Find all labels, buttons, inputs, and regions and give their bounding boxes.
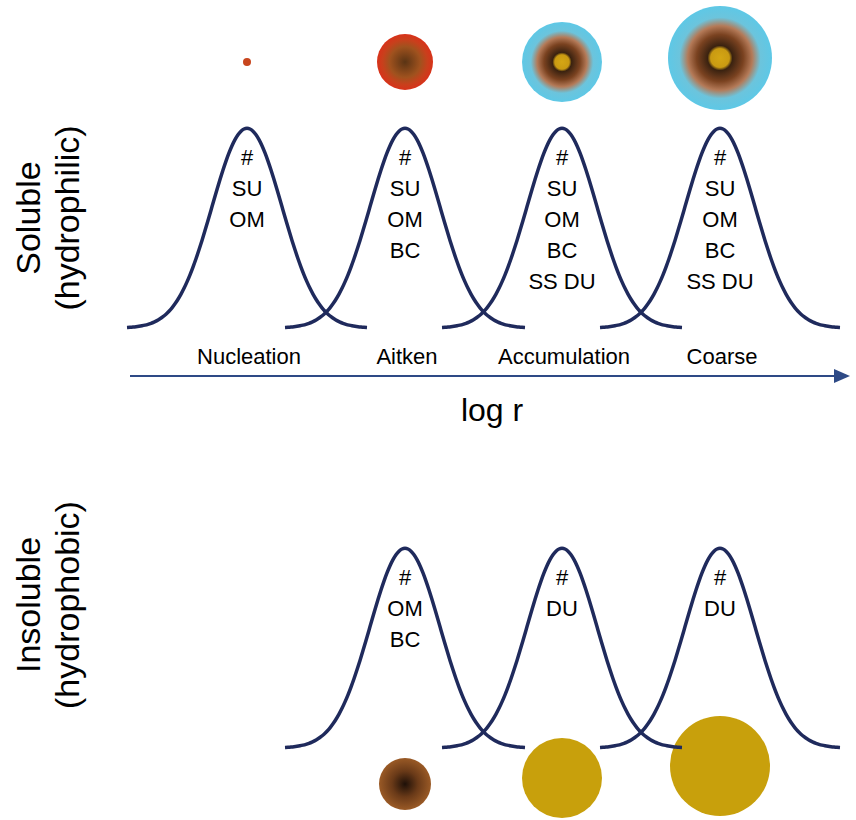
species-label: # — [556, 562, 568, 593]
nucleation-particle — [243, 58, 251, 66]
species-label: SS DU — [528, 266, 595, 297]
species-list: #OMBC — [285, 562, 525, 655]
species-label: OM — [387, 593, 422, 624]
gaussian-curve — [127, 128, 367, 327]
species-label: DU — [704, 593, 736, 624]
gaussian-curve — [600, 548, 840, 747]
species-label: SU — [547, 173, 578, 204]
gaussian-curve — [600, 128, 840, 327]
gaussian-curve — [442, 128, 682, 327]
species-list: #SUOMBCSS DU — [600, 142, 840, 297]
species-label: OM — [544, 204, 579, 235]
species-label: BC — [705, 235, 736, 266]
species-label: SU — [232, 173, 263, 204]
size-mode-curve: #SUOMBCSS DU — [442, 126, 682, 328]
gaussian-curve — [442, 548, 682, 747]
solubility-label: Insoluble (hydrophobic) — [9, 455, 87, 755]
species-label: # — [241, 142, 253, 173]
species-label: # — [714, 562, 726, 593]
species-label: # — [556, 142, 568, 173]
species-label: # — [714, 142, 726, 173]
mode-name: Accumulation — [496, 344, 632, 370]
species-list: #SUOMBCSS DU — [442, 142, 682, 297]
species-label: SU — [705, 173, 736, 204]
mode-name: Aitken — [374, 344, 439, 370]
coarse-particle — [668, 6, 772, 110]
mode-name: Coarse — [685, 344, 760, 370]
insoluble-coarse-particle — [670, 716, 770, 816]
axis-arrowhead — [834, 369, 850, 383]
gaussian-curve — [285, 128, 525, 327]
accumulation-particle — [522, 22, 602, 102]
insoluble-accumulation-particle — [522, 738, 602, 818]
aitken-particle — [377, 34, 433, 90]
size-mode-curve: #DU — [600, 546, 840, 748]
size-mode-curve: #SUOMBC — [285, 126, 525, 328]
solubility-label: Soluble (hydrophilic) — [9, 68, 87, 368]
species-label: SU — [390, 173, 421, 204]
species-label: SS DU — [686, 266, 753, 297]
mode-name: Nucleation — [195, 344, 303, 370]
species-label: BC — [390, 624, 421, 655]
axis-label: log r — [459, 392, 525, 429]
species-label: BC — [547, 235, 578, 266]
species-list: #SUOMBC — [285, 142, 525, 266]
species-list: #SUOM — [127, 142, 367, 235]
species-label: OM — [702, 204, 737, 235]
gaussian-curve — [285, 548, 525, 747]
species-label: DU — [546, 593, 578, 624]
species-list: #DU — [442, 562, 682, 624]
species-label: # — [399, 142, 411, 173]
species-label: BC — [390, 235, 421, 266]
size-mode-curve: #SUOMBCSS DU — [600, 126, 840, 328]
insoluble-aitken-particle — [379, 758, 431, 810]
size-mode-curve: #OMBC — [285, 546, 525, 748]
size-mode-curve: #DU — [442, 546, 682, 748]
species-list: #DU — [600, 562, 840, 624]
size-mode-curve: #SUOM — [127, 126, 367, 328]
species-label: OM — [387, 204, 422, 235]
species-label: # — [399, 562, 411, 593]
species-label: OM — [229, 204, 264, 235]
radius-axis — [130, 375, 838, 377]
